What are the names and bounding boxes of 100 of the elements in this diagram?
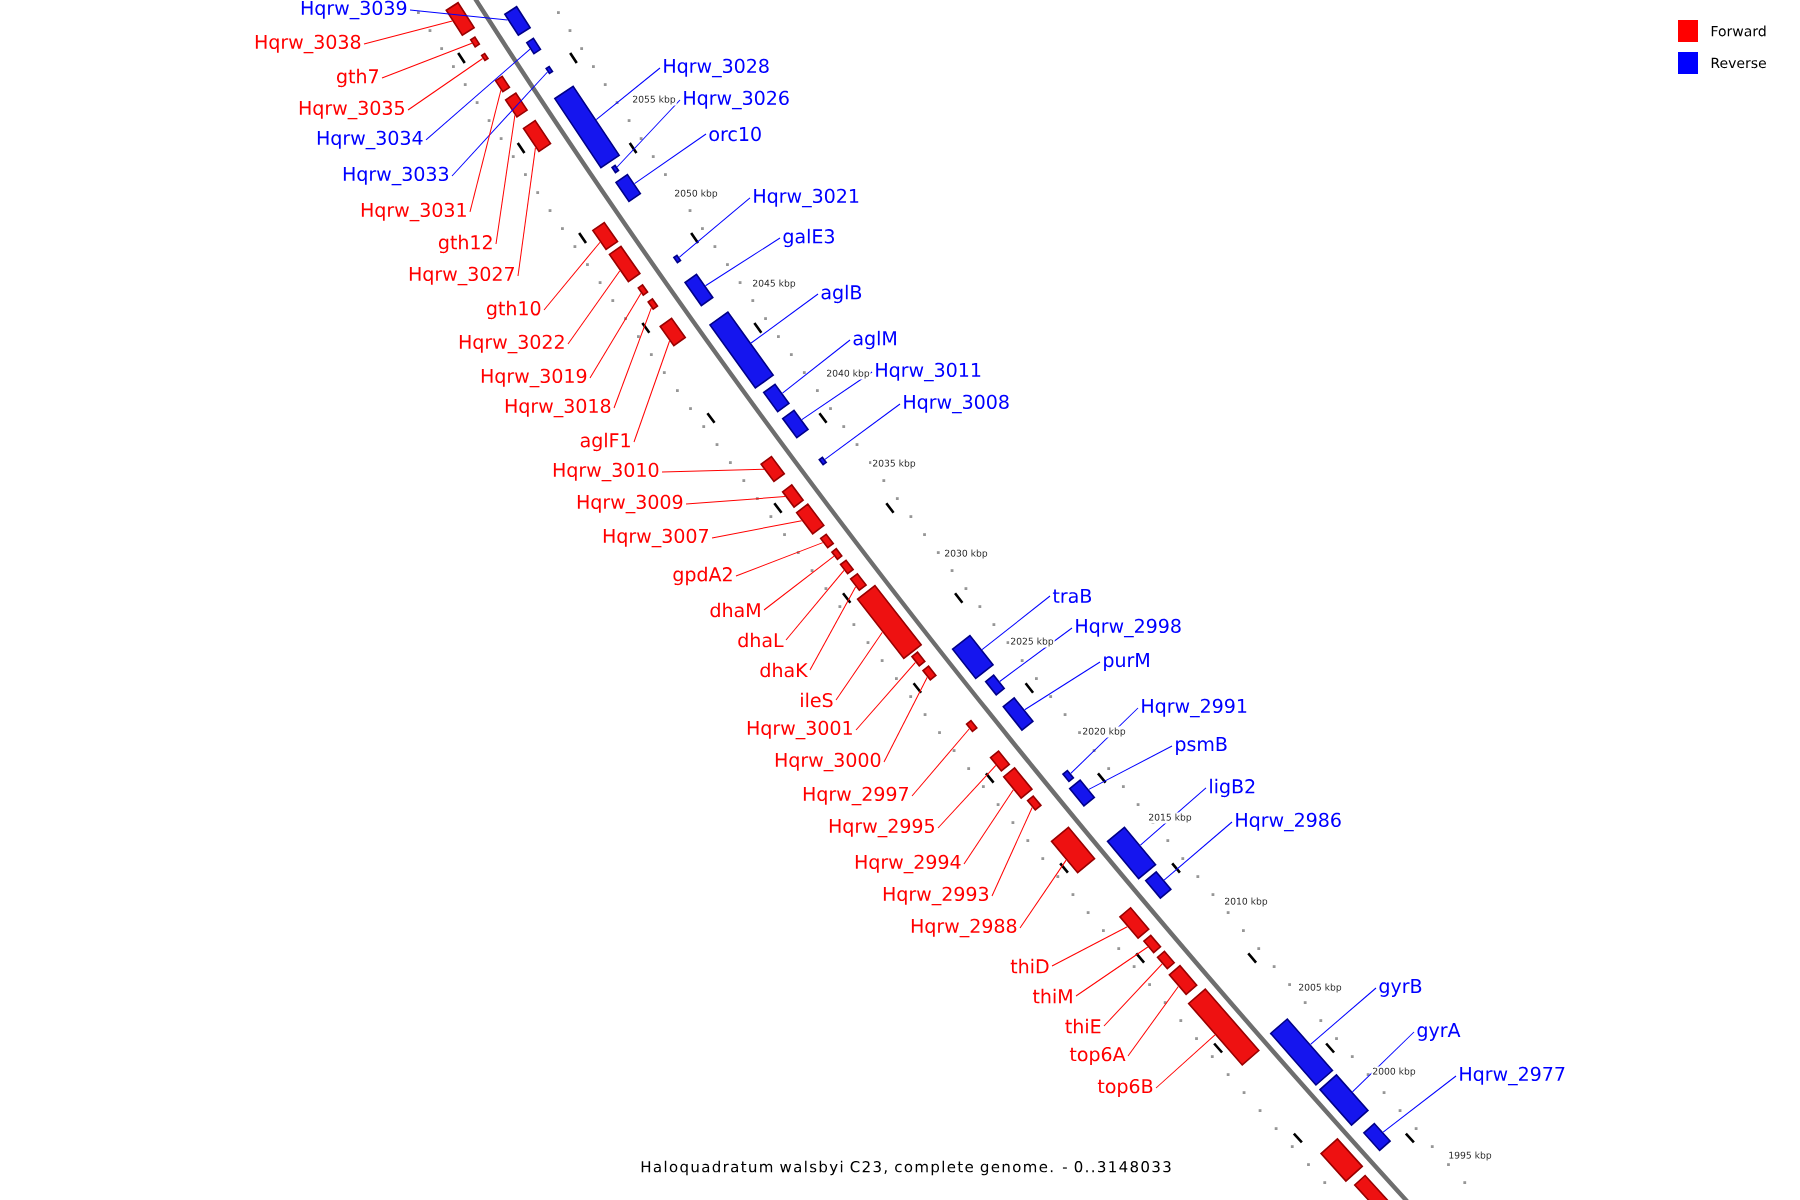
leader-line <box>661 468 765 473</box>
gene-label: Hqrw_3009 <box>577 494 683 514</box>
leader-line <box>750 293 819 344</box>
gene-block <box>614 173 642 203</box>
gene-block <box>525 37 542 55</box>
leader-line <box>1024 661 1101 711</box>
gene-label: galE3 <box>783 228 834 248</box>
leader-line <box>1163 821 1233 881</box>
gene-label: ileS <box>801 692 833 708</box>
gene-block <box>760 455 786 483</box>
gene-block <box>659 317 687 347</box>
gene-label: thiM <box>1032 988 1072 1004</box>
leader-line <box>809 586 857 671</box>
gene-block <box>683 273 714 307</box>
gene-block <box>1118 906 1150 940</box>
leader-line <box>1103 963 1163 1027</box>
gene-label: Hqrw_2995 <box>829 818 934 838</box>
gene-label: Hqrw_2998 <box>1076 618 1181 638</box>
gene-label: Hqrw_3019 <box>481 368 587 388</box>
leader-line <box>835 631 883 701</box>
gene-block <box>984 674 1006 696</box>
gene-label: ligB2 <box>1210 778 1255 798</box>
leader-line <box>763 555 835 611</box>
gene-label: Hqrw_3001 <box>747 720 852 740</box>
leader-line <box>883 676 928 763</box>
leader-line <box>595 67 661 121</box>
leader-line <box>409 9 509 21</box>
gene-label: gth12 <box>438 234 492 254</box>
leader-line <box>425 48 531 141</box>
gene-label: thiD <box>1010 958 1049 974</box>
gene-label: Hqrw_3011 <box>876 362 981 382</box>
leader-line <box>634 133 707 185</box>
gene-block <box>1168 964 1198 996</box>
gene-block <box>1106 826 1157 880</box>
gene-block <box>522 119 552 153</box>
gene-label: Hqrw_3008 <box>904 394 1009 414</box>
leader-line <box>1382 1075 1457 1133</box>
gene-block <box>818 456 828 466</box>
gene-label: psmB <box>1176 737 1227 755</box>
leader-line <box>855 661 916 731</box>
gene-label: Hqrw_3021 <box>754 188 859 208</box>
gene-label: Hqrw_3038 <box>255 34 361 54</box>
gene-label: Hqrw_2977 <box>1460 1066 1565 1086</box>
gene-label: gth10 <box>486 300 541 320</box>
gene-label: gyrB <box>1379 979 1422 997</box>
gene-label: Hqrw_2988 <box>911 918 1017 938</box>
gene-block <box>672 254 682 264</box>
gene-label: Hqrw_3027 <box>409 266 514 286</box>
leader-line <box>991 807 1033 897</box>
gene-block <box>1353 1174 1390 1200</box>
gene-label: aglB <box>821 284 862 304</box>
leader-line <box>678 197 751 258</box>
leader-line <box>1088 745 1173 790</box>
gene-block <box>1061 769 1075 783</box>
gene-label: Hqrw_3033 <box>343 166 449 186</box>
leader-line <box>589 292 642 379</box>
leader-line <box>937 764 997 829</box>
gene-block <box>830 547 843 561</box>
gene-label: Hqrw_3000 <box>775 752 881 772</box>
gene-label: top6B <box>1097 1078 1153 1098</box>
gene-label: Hqrw_2993 <box>883 886 989 906</box>
leader-line <box>981 595 1051 651</box>
leader-line <box>782 339 851 394</box>
leader-line <box>1051 926 1128 967</box>
leader-line <box>567 270 621 345</box>
leader-line <box>613 307 652 409</box>
gene-label: dhaL <box>738 632 784 648</box>
gene-label: thiE <box>1065 1018 1101 1034</box>
leader-line <box>705 237 781 287</box>
leader-line <box>1310 987 1377 1045</box>
leader-line <box>1351 1031 1415 1093</box>
gene-label: orc10 <box>709 126 761 142</box>
gene-label: Hqrw_2994 <box>855 854 961 874</box>
leader-line <box>517 147 536 277</box>
gene-label: aglM <box>853 330 896 350</box>
gene-label: Hqrw_3035 <box>299 100 404 120</box>
leader-line <box>1019 859 1067 929</box>
gene-block <box>1050 826 1096 874</box>
gene-label: Hqrw_2986 <box>1236 812 1341 832</box>
leader-line <box>451 71 548 177</box>
leader-line <box>1070 707 1139 774</box>
gene-label: purM <box>1104 653 1149 671</box>
gene-label: Hqrw_3022 <box>459 334 564 354</box>
gene-label: top6A <box>1069 1046 1126 1066</box>
gene-label: Hqrw_3010 <box>553 462 659 482</box>
gene-label: Hqrw_3007 <box>603 528 708 548</box>
leader-line <box>407 57 484 111</box>
gene-label: aglF1 <box>580 432 630 452</box>
leader-line <box>735 542 824 577</box>
leader-line <box>1127 986 1179 1057</box>
leader-line <box>469 89 502 213</box>
gene-block <box>545 65 554 75</box>
leader-line <box>963 789 1014 865</box>
gene-label: Hqrw_3028 <box>664 58 769 78</box>
gene-label: gpdA2 <box>673 566 732 586</box>
leader-line <box>685 496 786 505</box>
leader-line <box>1075 946 1149 997</box>
leader-line <box>543 241 601 311</box>
gene-block <box>610 164 620 174</box>
gene-label: Hqrw_3034 <box>317 130 423 150</box>
